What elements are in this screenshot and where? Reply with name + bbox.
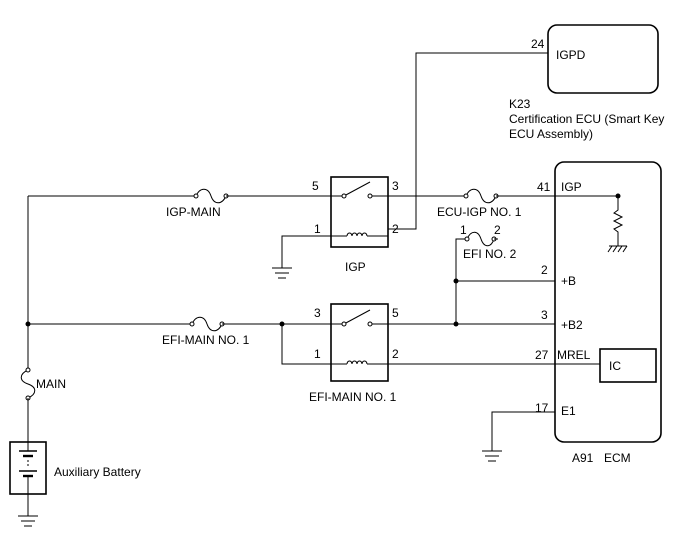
ic-label: IC: [609, 359, 621, 373]
efi-main-no1-fuse-label: EFI-MAIN NO. 1: [162, 333, 250, 347]
igp-relay-contact-b: [367, 193, 373, 199]
igpd-wire: [388, 52, 548, 230]
certification-ecu-name-line1: Certification ECU (Smart Key: [509, 112, 664, 126]
efi-main-relay-pin5: 5: [392, 306, 399, 320]
pulldown-resistor: [612, 196, 624, 246]
efi-relay-switch-blade: [343, 309, 371, 325]
chassis-ground-tick4: [622, 245, 628, 253]
auxiliary-battery-label: Auxiliary Battery: [54, 465, 141, 479]
certification-ecu-box: [547, 24, 659, 94]
ecm-box: [554, 161, 662, 443]
efi-main-relay-box: [330, 303, 389, 382]
igp-relay-contact-a: [341, 193, 347, 199]
igp-relay-pin1: 1: [314, 222, 321, 236]
igp-relay-coil: [346, 232, 368, 237]
igp-relay-pin3: 3: [392, 179, 399, 193]
ecm-pin-mrel-label: MREL: [557, 348, 591, 362]
efi-relay-contact-b: [367, 321, 373, 327]
efi-no2-pin2: 2: [494, 223, 501, 237]
ecm-connector: A91: [572, 451, 594, 465]
igp-relay-box: [330, 176, 389, 248]
igp-main-fuse-terminal-a: [193, 193, 199, 199]
e1-ground-wire: [491, 411, 555, 451]
chassis-ground-tick1: [607, 245, 613, 253]
ecu-igp-no1-fuse: [465, 188, 497, 204]
efi-no2-label: EFI NO. 2: [463, 247, 517, 261]
efi-relay-coil: [346, 360, 368, 365]
certification-ecu-name-line2: ECU Assembly): [509, 127, 593, 141]
efi-no2-feed-wire: [455, 238, 467, 324]
ecm-b-junction: [453, 278, 459, 284]
igp-relay-name: IGP: [345, 260, 366, 274]
efi-no2-pin1: 1: [460, 223, 467, 237]
efi-main-coil-feed-wire: [281, 324, 331, 365]
pin-24-number: 24: [531, 37, 545, 51]
ic-box: [599, 348, 657, 383]
igp-main-label: IGP-MAIN: [166, 205, 221, 219]
igp-relay-switch-blade: [343, 181, 371, 197]
ecu-igp-fuse-terminal-a: [463, 193, 469, 199]
certification-ecu-connector: K23: [509, 97, 531, 111]
ecm-b2-junction: [453, 321, 459, 327]
ecm-pin-3-number: 3: [541, 308, 548, 322]
efi-main-relay-pin1: 1: [314, 347, 321, 361]
main-fuse-label: MAIN: [36, 377, 66, 391]
ecm-pin-b2-label: +B2: [561, 318, 583, 332]
ecm-pin-b-label: +B: [561, 274, 576, 288]
main-bus-junction: [25, 321, 31, 327]
efi-main-no1-fuse: [191, 316, 223, 332]
ecm-name: ECM: [604, 451, 631, 465]
efi-main-relay-name: EFI-MAIN NO. 1: [309, 390, 397, 404]
chassis-ground-tick3: [617, 245, 623, 253]
main-fuse: [20, 369, 36, 399]
efi-main-relay-pin2: 2: [392, 347, 399, 361]
efi-no2-fuse-terminal-a: [464, 236, 470, 242]
ecm-pin-2-number: 2: [541, 263, 548, 277]
efi-main-fuse-terminal-a: [189, 321, 195, 327]
ecu-igp-no1-label: ECU-IGP NO. 1: [437, 205, 522, 219]
ecm-pin-17-number: 17: [535, 401, 549, 415]
efi-relay-contact-a: [341, 321, 347, 327]
ecm-pin-e1-label: E1: [561, 404, 576, 418]
igp-main-fuse: [195, 188, 227, 204]
chassis-ground-tick2: [612, 245, 618, 253]
igp-coil-ground-wire: [281, 235, 331, 268]
igp-relay-pin5: 5: [312, 179, 319, 193]
ecm-pin-41-number: 41: [537, 180, 551, 194]
efi-main-relay-pin3: 3: [314, 306, 321, 320]
pin-igpd-label: IGPD: [556, 48, 586, 62]
ecm-pin-igp-label: IGP: [561, 180, 582, 194]
main-fuse-terminal-a: [25, 367, 31, 373]
ecm-pin-27-number: 27: [535, 348, 549, 362]
efi-no2-fuse: [466, 231, 495, 247]
